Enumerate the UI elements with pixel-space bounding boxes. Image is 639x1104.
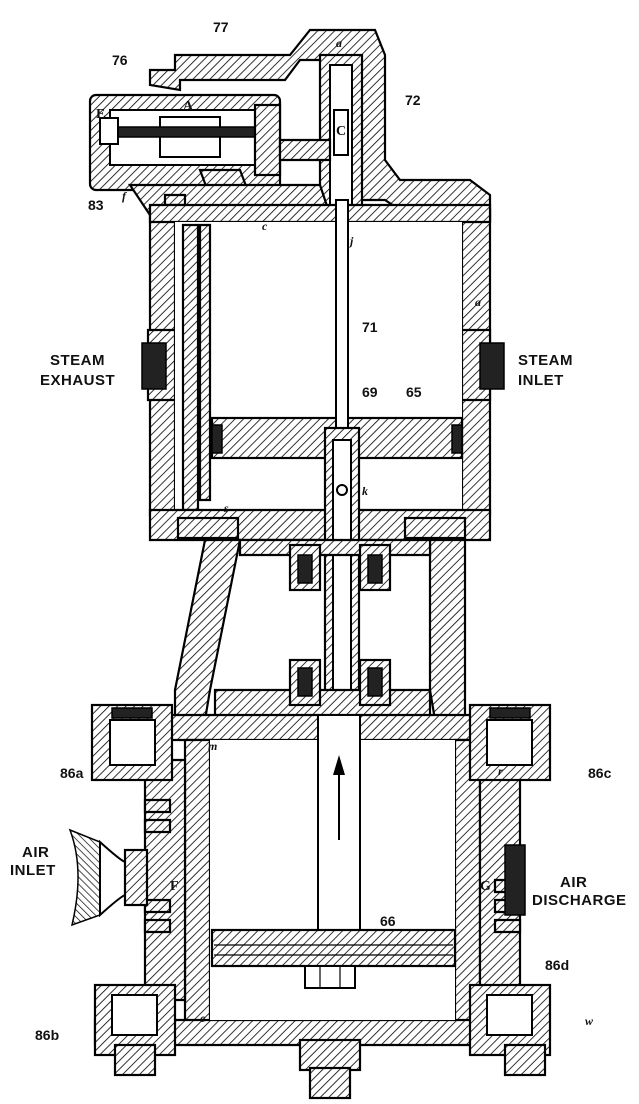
label-66: 66 xyxy=(380,913,396,929)
label-86c: 86c xyxy=(588,765,612,781)
label-86d: 86d xyxy=(545,957,569,973)
label-65: 65 xyxy=(406,384,422,400)
letter-E: E xyxy=(96,107,105,122)
steam-valve-housing xyxy=(88,28,492,222)
letter-A: A xyxy=(183,99,194,114)
label-83: 83 xyxy=(88,197,104,213)
label-71: 71 xyxy=(362,319,378,335)
steam-exhaust-label-1: STEAM xyxy=(50,352,105,369)
letter-F: F xyxy=(170,879,179,894)
steam-cylinder xyxy=(141,203,505,542)
label-76: 76 xyxy=(112,52,128,68)
labels: STEAM EXHAUST STEAM INLET AIR INLET AIR … xyxy=(10,19,627,1043)
letter-c: c xyxy=(262,219,268,233)
air-inlet-label-2: INLET xyxy=(10,862,56,879)
label-86b: 86b xyxy=(35,1027,59,1043)
air-discharge-label-1: AIR xyxy=(560,874,587,891)
air-discharge-label-2: DISCHARGE xyxy=(532,892,627,909)
letter-j: j xyxy=(348,234,354,248)
letter-m: m xyxy=(208,739,217,753)
steam-inlet-label-1: STEAM xyxy=(518,352,573,369)
letter-s: s xyxy=(223,501,229,515)
letter-a-right: a xyxy=(475,295,481,309)
air-cylinder xyxy=(68,703,552,1100)
letter-k: k xyxy=(362,484,368,498)
label-72: 72 xyxy=(405,92,421,108)
letter-e: e xyxy=(200,1011,206,1025)
air-inlet-label-1: AIR xyxy=(22,844,49,861)
label-69: 69 xyxy=(362,384,378,400)
letter-w: w xyxy=(585,1014,594,1028)
steam-exhaust-label-2: EXHAUST xyxy=(40,372,115,389)
letter-f: f xyxy=(122,189,127,203)
steam-inlet-label-2: INLET xyxy=(518,372,564,389)
letter-G: G xyxy=(480,879,491,894)
label-86a: 86a xyxy=(60,765,84,781)
letter-a-top: a xyxy=(336,36,342,50)
center-frame xyxy=(173,538,467,722)
label-77: 77 xyxy=(213,19,229,35)
piston-rod xyxy=(323,199,361,700)
letter-r: r xyxy=(498,764,503,778)
letter-C: C xyxy=(336,124,346,139)
